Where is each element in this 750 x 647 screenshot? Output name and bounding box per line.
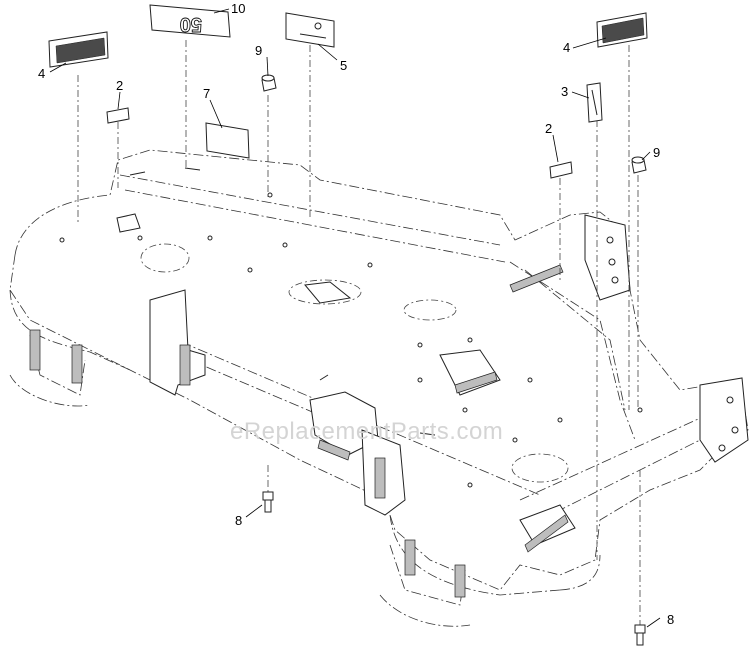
callout-4-left: 4 — [38, 66, 45, 81]
callout-10: 10 — [231, 1, 245, 16]
mower-deck — [9, 149, 749, 627]
callout-9-left: 9 — [255, 43, 262, 58]
callout-8-left: 8 — [235, 513, 242, 528]
callout-4-right: 4 — [563, 40, 570, 55]
small-decal-left — [106, 107, 130, 124]
vertical-decal — [586, 82, 603, 123]
callout-7: 7 — [203, 86, 210, 101]
assembly-lines — [77, 40, 641, 625]
bolt-left — [262, 491, 274, 513]
callout-9-right: 9 — [653, 145, 660, 160]
instruction-decal-5 — [285, 12, 335, 48]
deck-size-decal: 50 — [149, 4, 231, 38]
blank-decal — [205, 122, 250, 159]
nut-left — [261, 74, 277, 92]
deck-size-decal-text: 50 — [180, 13, 202, 35]
callout-3: 3 — [561, 84, 568, 99]
leader-lines — [49, 8, 661, 628]
callout-2-left: 2 — [116, 78, 123, 93]
callout-5: 5 — [340, 58, 347, 73]
safety-decal-right — [596, 12, 648, 48]
callout-labels: 10 9 5 4 2 7 4 3 2 9 8 8 — [38, 1, 674, 627]
nut-right — [631, 156, 647, 174]
safety-decal-left — [48, 31, 109, 68]
callout-2-right: 2 — [545, 121, 552, 136]
watermark: eReplacementParts.com — [230, 418, 504, 445]
small-decal-right — [549, 161, 573, 179]
callout-8-right: 8 — [667, 612, 674, 627]
bolt-right — [634, 624, 646, 646]
